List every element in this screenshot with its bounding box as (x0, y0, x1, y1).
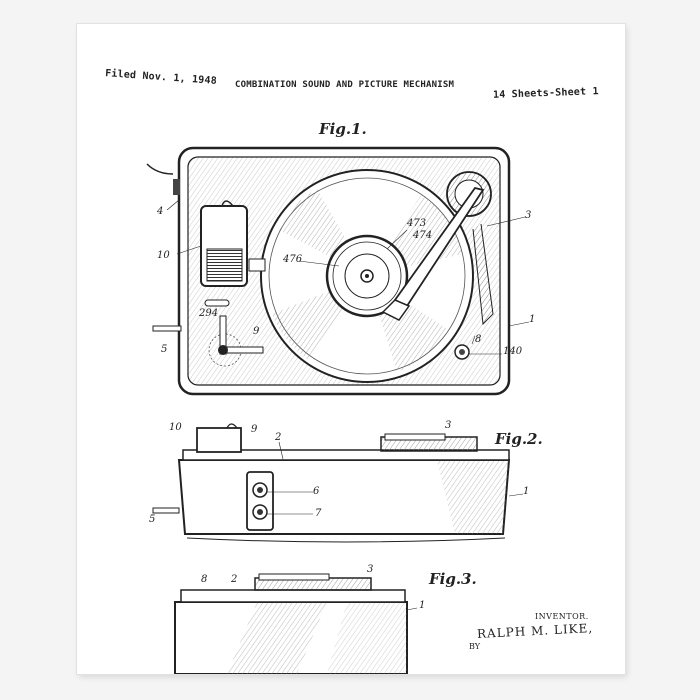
fig3-ref-2: 2 (231, 574, 238, 585)
ref-476: 476 (283, 254, 303, 265)
ref-9: 9 (253, 326, 260, 337)
fig2-ref-1: 1 (523, 486, 530, 497)
fig1-turntable-top-view (146, 146, 530, 396)
inventor-label: INVENTOR. (535, 612, 589, 621)
ref-474: 474 (413, 230, 433, 241)
inventor-by: BY (469, 642, 481, 651)
fig2-ref-2: 2 (275, 432, 282, 443)
ref-1: 1 (529, 314, 536, 325)
fig3-ref-1: 1 (419, 600, 426, 611)
fig2-ref-6: 6 (313, 486, 320, 497)
fig2-ref-9: 9 (251, 424, 258, 435)
ref-10: 10 (157, 250, 170, 261)
patent-sheet: Filed Nov. 1, 1948 COMBINATION SOUND AND… (77, 24, 625, 674)
fig1-label: Fig.1. (319, 120, 367, 138)
ref-294: 294 (199, 308, 219, 319)
patent-title: COMBINATION SOUND AND PICTURE MECHANISM (235, 80, 455, 90)
fig2-ref-5: 5 (149, 514, 156, 525)
ref-4: 4 (157, 206, 164, 217)
fig3-ref-8: 8 (201, 574, 208, 585)
fig2-side-view (152, 423, 524, 543)
ref-3: 3 (525, 210, 532, 221)
ref-473: 473 (407, 218, 427, 229)
fig2-ref-10: 10 (169, 422, 182, 433)
ref-5: 5 (161, 344, 168, 355)
fig3-label: Fig.3. (429, 570, 477, 588)
fig2-ref-3: 3 (445, 420, 452, 431)
fig2-label: Fig.2. (495, 430, 543, 448)
fig2-ref-7: 7 (315, 508, 322, 519)
ref-8: 8 (475, 334, 482, 345)
fig3-partial-view (174, 573, 418, 674)
ref-140: 140 (503, 346, 523, 357)
patent-drawing (146, 146, 530, 674)
fig3-ref-3: 3 (367, 564, 374, 575)
